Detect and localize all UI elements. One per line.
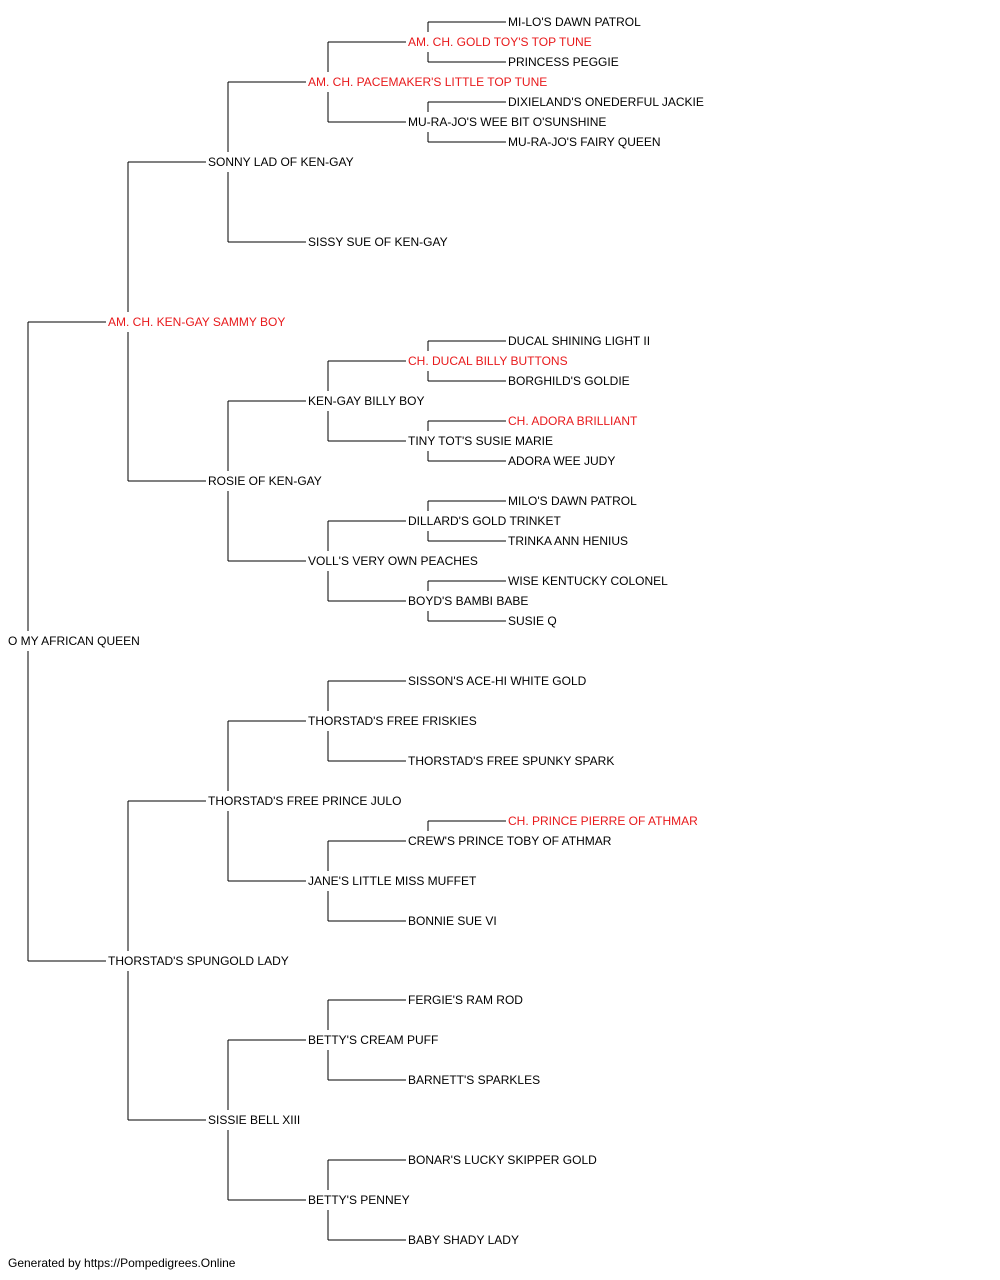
dog-dam-dam: SISSIE BELL XIII xyxy=(208,1113,300,1127)
dog-sire-dam-sire-sire-dam: BORGHILD'S GOLDIE xyxy=(508,374,630,388)
dog-sire-dam-dam: VOLL'S VERY OWN PEACHES xyxy=(308,554,478,568)
dog-sire-dam-dam-sire: DILLARD'S GOLD TRINKET xyxy=(408,514,561,528)
dog-dam-sire-sire-dam: THORSTAD'S FREE SPUNKY SPARK xyxy=(408,754,614,768)
dog-sire-dam-sire-dam-dam: ADORA WEE JUDY xyxy=(508,454,615,468)
dog-dam-sire-dam-sire-sire: CH. PRINCE PIERRE OF ATHMAR xyxy=(508,814,698,828)
generator-credit: Generated by https://Pompedigrees.Online xyxy=(8,1256,236,1270)
dog-sire-sire-sire-dam-sire: DIXIELAND'S ONEDERFUL JACKIE xyxy=(508,95,704,109)
dog-sire-sire-sire-dam: MU-RA-JO'S WEE BIT O'SUNSHINE xyxy=(408,115,606,129)
dog-sire-dam: ROSIE OF KEN-GAY xyxy=(208,474,322,488)
dog-dam-dam-sire-sire: FERGIE'S RAM ROD xyxy=(408,993,523,1007)
dog-dam-sire-dam-dam: BONNIE SUE VI xyxy=(408,914,497,928)
dog-dam: THORSTAD'S SPUNGOLD LADY xyxy=(108,954,289,968)
dog-sire-dam-sire-dam-sire: CH. ADORA BRILLIANT xyxy=(508,414,638,428)
dog: O MY AFRICAN QUEEN xyxy=(8,634,140,648)
dog-dam-sire-dam: JANE'S LITTLE MISS MUFFET xyxy=(308,874,477,888)
dog-dam-dam-dam-dam: BABY SHADY LADY xyxy=(408,1233,519,1247)
dog-sire-dam-sire-dam: TINY TOT'S SUSIE MARIE xyxy=(408,434,553,448)
dog-dam-dam-sire: BETTY'S CREAM PUFF xyxy=(308,1033,438,1047)
dog-sire-sire-sire: AM. CH. PACEMAKER'S LITTLE TOP TUNE xyxy=(308,75,547,89)
dog-dam-dam-dam-sire: BONAR'S LUCKY SKIPPER GOLD xyxy=(408,1153,597,1167)
dog-sire-dam-dam-dam-dam: SUSIE Q xyxy=(508,614,557,628)
dog-sire-sire-sire-sire-sire: MI-LO'S DAWN PATROL xyxy=(508,15,641,29)
dog-sire-dam-sire: KEN-GAY BILLY BOY xyxy=(308,394,425,408)
dog-dam-dam-sire-dam: BARNETT'S SPARKLES xyxy=(408,1073,540,1087)
dog-sire-dam-dam-sire-dam: TRINKA ANN HENIUS xyxy=(508,534,628,548)
dog-sire-dam-dam-dam-sire: WISE KENTUCKY COLONEL xyxy=(508,574,668,588)
dog-sire-dam-sire-sire-sire: DUCAL SHINING LIGHT II xyxy=(508,334,650,348)
dog-dam-sire: THORSTAD'S FREE PRINCE JULO xyxy=(208,794,401,808)
dog-dam-sire-sire: THORSTAD'S FREE FRISKIES xyxy=(308,714,477,728)
dog-sire-sire-sire-sire-dam: PRINCESS PEGGIE xyxy=(508,55,619,69)
dog-dam-dam-dam: BETTY'S PENNEY xyxy=(308,1193,410,1207)
dog-sire-sire-sire-dam-dam: MU-RA-JO'S FAIRY QUEEN xyxy=(508,135,661,149)
dog-sire-sire-dam: SISSY SUE OF KEN-GAY xyxy=(308,235,448,249)
dog-sire: AM. CH. KEN-GAY SAMMY BOY xyxy=(108,315,285,329)
dog-dam-sire-sire-sire: SISSON'S ACE-HI WHITE GOLD xyxy=(408,674,587,688)
dog-sire-sire-sire-sire: AM. CH. GOLD TOY'S TOP TUNE xyxy=(408,35,592,49)
dog-sire-sire: SONNY LAD OF KEN-GAY xyxy=(208,155,354,169)
dog-sire-dam-sire-sire: CH. DUCAL BILLY BUTTONS xyxy=(408,354,568,368)
dog-sire-dam-dam-sire-sire: MILO'S DAWN PATROL xyxy=(508,494,637,508)
dog-dam-sire-dam-sire: CREW'S PRINCE TOBY OF ATHMAR xyxy=(408,834,612,848)
dog-sire-dam-dam-dam: BOYD'S BAMBI BABE xyxy=(408,594,528,608)
